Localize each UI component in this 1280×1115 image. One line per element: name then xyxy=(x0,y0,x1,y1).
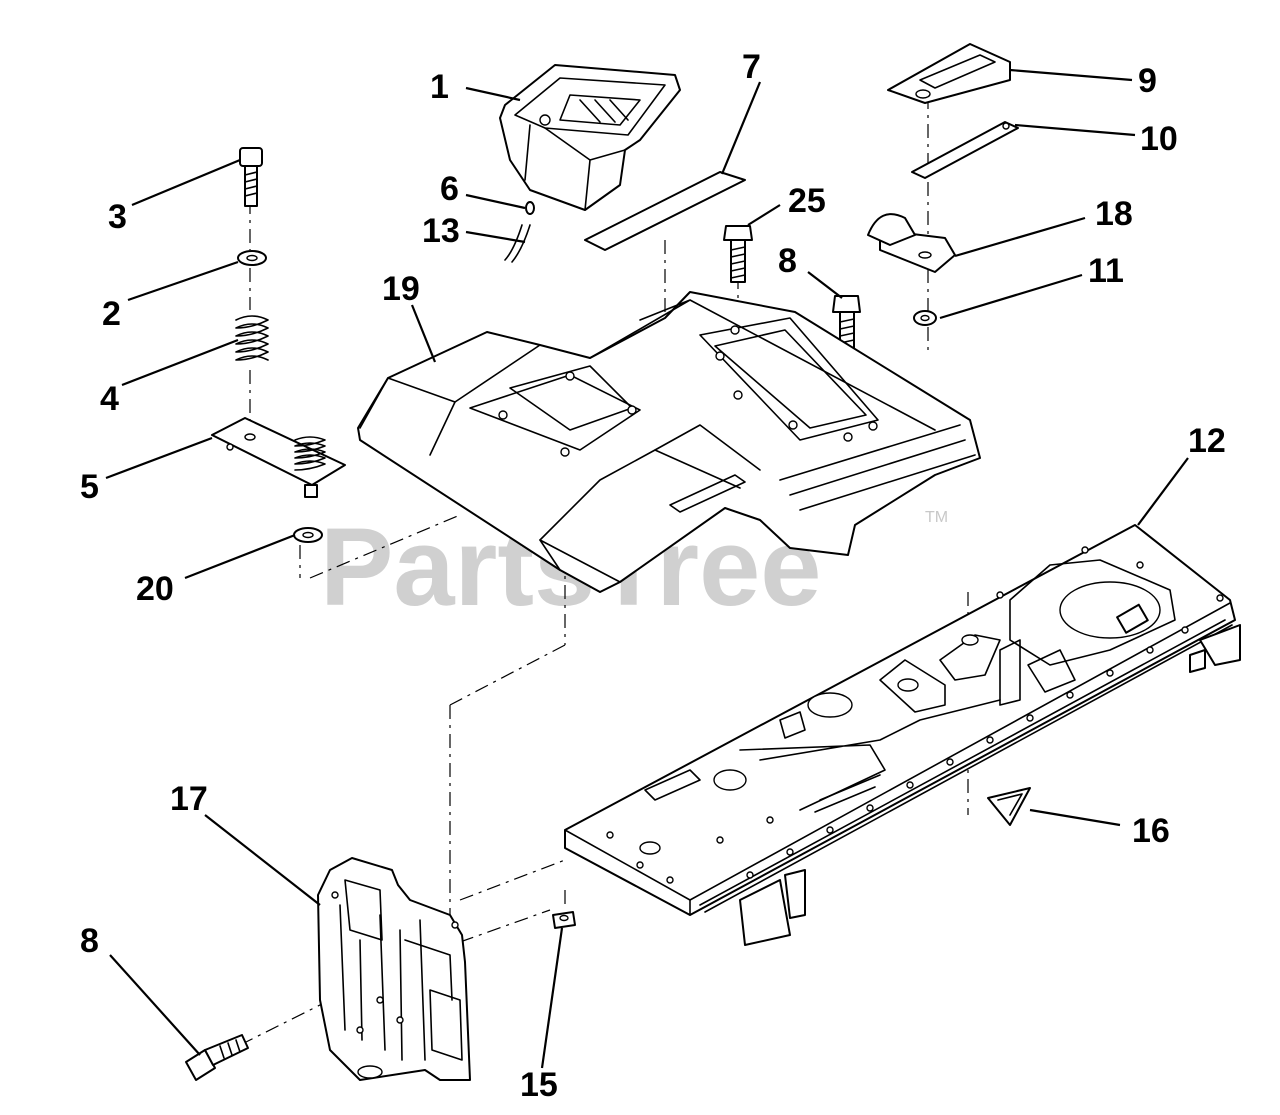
part-19-body-panel xyxy=(357,291,981,593)
part-7-decal xyxy=(584,171,746,251)
part-6-clip xyxy=(525,201,535,215)
callout-11: 11 xyxy=(1088,252,1124,290)
callout-8-lower: 8 xyxy=(80,922,99,960)
callout-1: 1 xyxy=(430,68,449,106)
part-25-bolt xyxy=(723,225,753,283)
watermark-trademark: TM xyxy=(925,509,948,526)
callout-20: 20 xyxy=(136,570,174,608)
callout-labels: 1 7 9 10 6 13 25 18 8 11 3 19 2 4 12 5 2… xyxy=(80,48,1226,1104)
callout-3: 3 xyxy=(108,198,127,236)
callout-6: 6 xyxy=(440,170,459,208)
part-5-spring-plate xyxy=(211,417,346,498)
part-10-strap xyxy=(911,121,1019,179)
part-4-spring xyxy=(235,315,269,361)
part-1-battery-box xyxy=(499,64,681,211)
callout-7: 7 xyxy=(742,48,761,86)
part-11-nut xyxy=(913,310,937,326)
callout-8-upper: 8 xyxy=(778,242,797,280)
callout-5: 5 xyxy=(80,468,99,506)
part-3-bolt xyxy=(239,147,263,207)
part-20-washer xyxy=(293,527,323,543)
callout-15: 15 xyxy=(520,1066,558,1104)
frame-holes xyxy=(606,546,1224,884)
leader-lines xyxy=(105,68,1189,1069)
callout-25: 25 xyxy=(788,182,826,220)
callout-10: 10 xyxy=(1140,120,1178,158)
part-16-clip xyxy=(987,787,1031,826)
part-12-frame xyxy=(564,524,1241,946)
part-18-bracket xyxy=(867,213,956,273)
callout-16: 16 xyxy=(1132,812,1170,850)
callout-4: 4 xyxy=(100,380,119,418)
part-15-nut xyxy=(552,911,576,929)
part-13-hose xyxy=(504,224,531,263)
callout-9: 9 xyxy=(1138,62,1157,100)
callout-13: 13 xyxy=(422,212,460,250)
callout-19: 19 xyxy=(382,270,420,308)
callout-18: 18 xyxy=(1095,195,1133,233)
callout-17: 17 xyxy=(170,780,208,818)
callout-2: 2 xyxy=(102,295,121,333)
part-2-washer xyxy=(237,250,267,266)
part-17-front-plate xyxy=(317,857,471,1081)
callout-12: 12 xyxy=(1188,422,1226,460)
part-8-bolt-lower xyxy=(185,1034,249,1081)
part-9-cover xyxy=(887,43,1011,104)
